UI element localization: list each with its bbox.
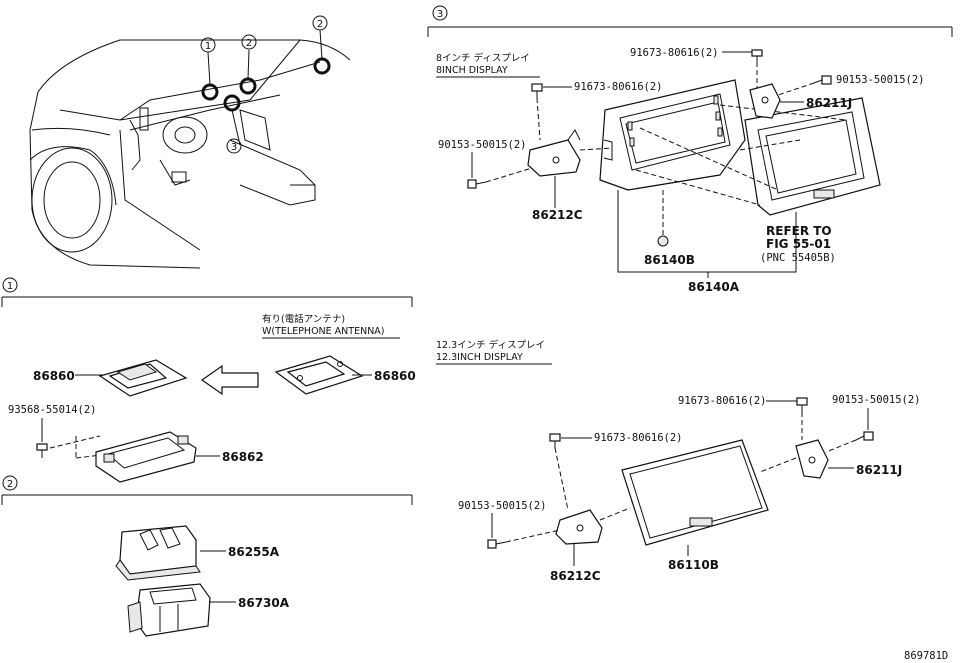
- display-8-label-jp: 8インチ ディスプレイ: [436, 52, 530, 64]
- section-number: 3: [437, 9, 443, 20]
- display-12-unit-label: 86110B: [668, 558, 719, 572]
- bracket-left-12: [555, 509, 603, 545]
- bolt-icon: [487, 539, 507, 549]
- bracket-left-label: 86212C: [532, 208, 583, 222]
- screw-icon: [36, 443, 48, 458]
- antenna-module-left: [98, 359, 188, 397]
- clip-label: 86140B: [644, 253, 695, 267]
- screw-icon: [796, 397, 808, 412]
- antenna-right-label: 86860: [374, 369, 416, 383]
- bolt-left-label: 90153-50015(2): [438, 139, 527, 151]
- refer-line-3: (PNC 55405B): [760, 252, 836, 264]
- part-86730a-label: 86730A: [238, 596, 290, 610]
- assembly-label: 86140A: [688, 280, 740, 294]
- refer-line-2: FIG 55-01: [766, 237, 831, 251]
- display-12-unit: [621, 439, 769, 546]
- display-8-frame: [599, 79, 746, 191]
- display-8-bezel: [744, 97, 881, 216]
- refer-line-1: REFER TO: [766, 224, 832, 238]
- figure-id: 869781D: [904, 650, 948, 662]
- section-1-header: 1: [1, 277, 413, 307]
- location-marker-2a: [239, 77, 257, 95]
- bolt-right-label: 90153-50015(2): [836, 74, 925, 86]
- bracket-86862-label: 86862: [222, 450, 264, 464]
- antenna-left-label: 86860: [33, 369, 75, 383]
- screw-top-label: 91673-80616(2): [630, 47, 719, 59]
- callout-number: 2: [246, 38, 252, 49]
- arrow-left-icon: [200, 364, 259, 396]
- section-3-header: 3: [427, 5, 953, 37]
- screw-left-12-label: 91673-80616(2): [594, 432, 683, 444]
- bracket-right-label: 86211J: [806, 96, 852, 110]
- bolt-icon: [855, 431, 874, 441]
- bracket-right-12-label: 86211J: [856, 463, 902, 477]
- callout-number: 2: [317, 19, 323, 30]
- bracket-86862: [95, 431, 197, 483]
- callout-number: 3: [231, 142, 237, 153]
- screw-icon: [531, 83, 543, 98]
- callout-1-top: 1: [200, 37, 216, 53]
- sensor-86255a: [115, 525, 201, 581]
- bolt-left-12-label: 90153-50015(2): [458, 500, 547, 512]
- with-antenna-label-en: W(TELEPHONE ANTENNA): [262, 326, 385, 337]
- antenna-module-right: [274, 355, 364, 395]
- bolt-icon: [813, 75, 832, 85]
- bolt-icon: [467, 179, 487, 189]
- display-8-label-en: 8INCH DISPLAY: [436, 65, 508, 76]
- screw-top-12-label: 91673-80616(2): [678, 395, 767, 407]
- bracket-right: [749, 83, 781, 119]
- bracket-left: [527, 129, 581, 177]
- display-12-label-en: 12.3INCH DISPLAY: [436, 352, 523, 363]
- screw-93568-label: 93568-55014(2): [8, 404, 97, 416]
- vehicle-interior-drawing: [29, 39, 351, 269]
- screw-icon: [549, 433, 561, 448]
- callout-3-top: 3: [226, 138, 242, 154]
- callout-2-top-b: 2: [312, 15, 328, 31]
- callout-number: 1: [205, 41, 211, 52]
- section-number: 1: [7, 281, 13, 292]
- location-marker-1: [201, 83, 219, 101]
- screw-icon: [751, 49, 763, 62]
- location-marker-2b: [313, 57, 331, 75]
- part-86255a-label: 86255A: [228, 545, 280, 559]
- section-2-header: 2: [1, 475, 413, 505]
- bracket-right-12: [795, 439, 829, 479]
- display-12-label-jp: 12.3インチ ディスプレイ: [436, 339, 545, 351]
- module-86730a: [127, 583, 211, 637]
- callout-2-top-a: 2: [241, 34, 257, 50]
- bolt-right-12-label: 90153-50015(2): [832, 394, 921, 406]
- with-antenna-label-jp: 有り(電話アンテナ): [262, 313, 345, 325]
- section-number: 2: [7, 479, 13, 490]
- screw-left-label: 91673-80616(2): [574, 81, 663, 93]
- clip-icon: [657, 235, 669, 247]
- bracket-left-12-label: 86212C: [550, 569, 601, 583]
